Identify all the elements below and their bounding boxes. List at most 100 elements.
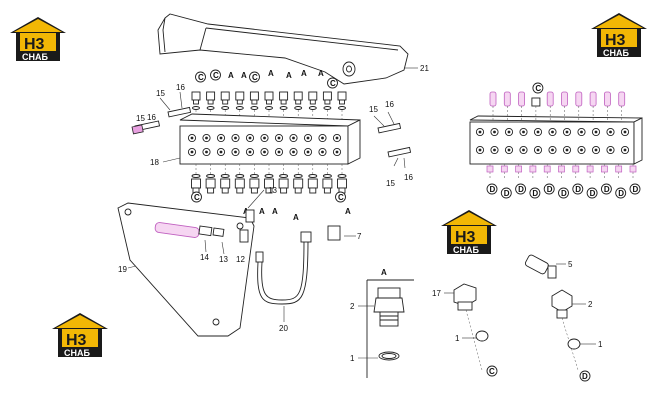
bottom-fitting	[234, 164, 245, 194]
bracket-plate: 19	[117, 202, 255, 337]
left-manifold-block: 18	[150, 113, 361, 167]
callout-5: 5	[568, 260, 573, 269]
letter-d: D	[604, 185, 610, 194]
callout-13-b: 13	[268, 186, 277, 195]
bottom-fitting	[249, 164, 260, 194]
letter-a: A	[228, 71, 234, 80]
bottom-fittings-row: CAAAACA	[191, 164, 351, 222]
bolts-left: 15 16 15 16	[131, 83, 192, 135]
top-fitting	[322, 91, 332, 120]
detail-c-callout-1: 1	[455, 334, 460, 343]
letter-d: D	[633, 185, 639, 194]
fitting-7: 7	[327, 225, 362, 241]
brand-logo-bottom-left: H3 СНАБ	[52, 313, 108, 358]
letter-c: C	[338, 193, 344, 202]
letter-a: A	[259, 207, 265, 216]
right-top-fitting	[546, 91, 554, 122]
letter-c: C	[252, 73, 258, 82]
callout-15-d: 15	[386, 179, 395, 188]
letter-d: D	[547, 185, 553, 194]
bottom-fitting	[293, 164, 304, 194]
logo-letters: H3	[24, 36, 45, 53]
callout-7: 7	[357, 232, 362, 241]
right-bottom-fitting: D	[529, 164, 541, 199]
right-bottom-fitting: D	[558, 164, 569, 199]
letter-a: A	[293, 213, 299, 222]
detail-a: A 2 1	[350, 268, 414, 378]
top-fitting	[337, 91, 347, 120]
letter-c: C	[198, 73, 204, 82]
letter-c-marker	[335, 191, 346, 203]
letter-c-marker	[210, 69, 221, 81]
top-fitting	[235, 91, 245, 120]
brand-logo-top-left: H3 СНАБ	[10, 17, 66, 62]
callout-16-a: 16	[176, 83, 185, 92]
callout-16-c: 16	[385, 100, 394, 109]
callout-19: 19	[118, 265, 127, 274]
detail-c: 17 1 C	[432, 283, 498, 377]
right-top-fitting	[561, 91, 568, 122]
top-fitting	[279, 91, 289, 120]
letter-c-marker	[249, 71, 260, 83]
elbow-fittings: 13 12	[236, 186, 277, 264]
detail-d-letter: D	[582, 372, 588, 381]
letter-c-marker	[191, 191, 202, 203]
right-top-fitting	[503, 91, 511, 122]
right-bottom-fitting: D	[572, 164, 584, 195]
letter-d: D	[561, 189, 567, 198]
letter-d: D	[532, 189, 538, 198]
right-top-fitting	[489, 91, 497, 122]
letter-a: A	[272, 207, 278, 216]
letter-d: D	[618, 189, 624, 198]
top-fitting	[264, 91, 274, 120]
top-fitting	[308, 91, 318, 120]
bottom-fitting	[307, 164, 318, 194]
logo-letters: H3	[455, 229, 476, 246]
top-fitting	[293, 91, 303, 120]
detail-a-callout-1: 1	[350, 354, 355, 363]
callout-16-d: 16	[404, 173, 413, 182]
right-bottom-fitting: D	[500, 164, 512, 199]
letter-d: D	[504, 189, 510, 198]
bottom-fitting	[278, 164, 289, 194]
bottom-fitting	[220, 164, 231, 194]
letter-c-marker	[327, 77, 338, 89]
letter-c: C	[330, 79, 336, 88]
detail-d-callout-2: 2	[588, 300, 593, 309]
bottom-fitting	[322, 164, 333, 194]
right-bottom-fitting: D	[543, 164, 555, 195]
callout-13-a: 13	[219, 255, 228, 264]
right-top-fitting	[618, 91, 626, 122]
letter-c: C	[194, 193, 200, 202]
letter-c: C	[213, 71, 219, 80]
callout-20: 20	[279, 324, 288, 333]
letter-d: D	[490, 185, 496, 194]
logo-letters: H3	[605, 32, 626, 49]
right-bottom-fitting: D	[600, 164, 612, 195]
top-fitting	[206, 91, 216, 120]
cover-plate: 21	[157, 13, 429, 85]
logo-word: СНАБ	[22, 52, 48, 62]
bottom-fitting	[264, 164, 274, 194]
right-bottom-fitting: D	[615, 164, 627, 199]
detail-d: 5 2 1 D	[524, 254, 603, 382]
letter-c-marker	[195, 71, 206, 83]
brand-logo-middle: H3 СНАБ	[441, 210, 497, 255]
right-bottom-fitting: D	[586, 164, 598, 199]
pink-tube-assembly: 14 13	[154, 222, 228, 264]
letter-d: D	[575, 185, 581, 194]
letter-c: C	[535, 84, 541, 93]
bottom-fitting	[337, 164, 347, 194]
letter-a: A	[318, 69, 324, 78]
letter-a: A	[345, 207, 351, 216]
detail-a-title: A	[381, 268, 387, 277]
callout-18: 18	[150, 158, 159, 167]
letter-d: D	[518, 185, 524, 194]
top-fitting	[191, 91, 201, 120]
letter-a: A	[301, 69, 307, 78]
callout-14: 14	[200, 253, 209, 262]
bolts-right: 15 16 15 16	[369, 100, 413, 188]
letter-a: A	[241, 71, 247, 80]
